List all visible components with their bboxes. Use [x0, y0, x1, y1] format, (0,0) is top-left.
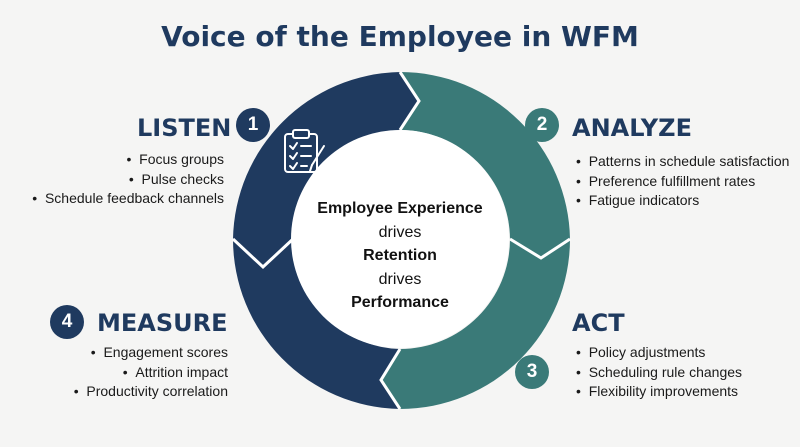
list-item: Patterns in schedule satisfaction: [576, 152, 790, 172]
center-statement: Employee Experience drives Retention dri…: [290, 197, 510, 315]
list-item: Fatigue indicators: [576, 191, 789, 211]
center-line-performance: Performance: [351, 294, 449, 311]
stage-list-measure: Engagement scores Attrition impact Produ…: [74, 343, 228, 402]
stage-heading-listen: LISTEN: [137, 114, 232, 142]
segment-measure: [232, 239, 400, 409]
stage-number-badge-3: 3: [515, 355, 549, 389]
center-line-retention: Retention: [363, 247, 437, 264]
list-item: Scheduling rule changes: [576, 363, 742, 383]
stage-list-analyze: Patterns in schedule satisfaction Prefer…: [576, 152, 790, 211]
segment-analyze: [400, 72, 570, 258]
stage-number-badge-2: 2: [525, 108, 559, 142]
list-item: Focus groups: [32, 150, 224, 170]
stage-number-badge-1: 1: [236, 108, 270, 142]
list-item: Policy adjustments: [576, 343, 742, 363]
segment-listen: [233, 72, 419, 267]
segment-act: [381, 239, 570, 409]
stage-list-listen: Focus groups Pulse checks Schedule feedb…: [32, 150, 224, 209]
list-item: Preference fulfillment rates: [576, 172, 789, 192]
center-line-drives-2: drives: [378, 270, 422, 288]
list-item: Schedule feedback channels: [32, 189, 224, 209]
stage-heading-analyze: ANALYZE: [572, 114, 692, 142]
center-line-drives-1: drives: [378, 223, 422, 241]
stage-number-badge-4: 4: [50, 305, 84, 339]
center-line-employee-experience: Employee Experience: [317, 200, 483, 217]
stage-heading-measure: MEASURE: [97, 309, 228, 337]
diagram-title: Voice of the Employee in WFM: [161, 20, 639, 53]
list-item: Pulse checks: [32, 170, 224, 190]
list-item: Flexibility improvements: [576, 382, 742, 402]
stage-list-act: Policy adjustments Scheduling rule chang…: [576, 343, 742, 402]
stage-heading-act: ACT: [572, 309, 625, 337]
list-item: Productivity correlation: [74, 382, 228, 402]
list-item: Engagement scores: [74, 343, 228, 363]
list-item: Attrition impact: [74, 363, 228, 383]
clipboard-checklist-icon: [284, 129, 325, 173]
